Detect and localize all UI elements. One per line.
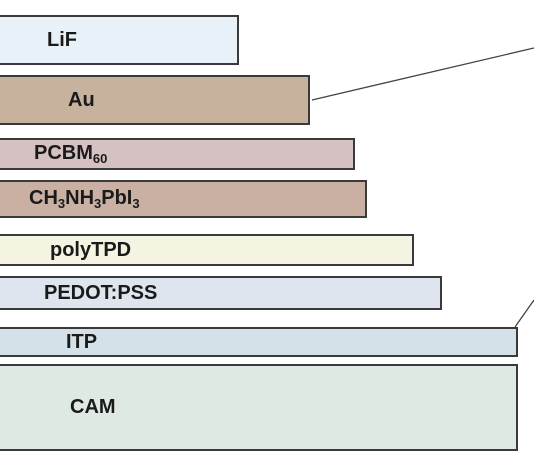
layer-label-perovskite: CH3NH3PbI3	[29, 187, 140, 211]
layer-label-itp: ITP	[66, 330, 98, 353]
layer-label-pcbm60: PCBM60	[34, 142, 108, 166]
leader-line-top	[311, 47, 534, 101]
layer-label-au: Au	[68, 88, 95, 111]
layer-label-lif: LiF	[47, 28, 77, 51]
layer-polytpd: polyTPD	[0, 234, 414, 266]
layer-perovskite: CH3NH3PbI3	[0, 180, 367, 218]
layer-au: Au	[0, 75, 310, 125]
leader-line-bottom	[514, 299, 534, 328]
layer-label-pedot-pss: PEDOT:PSS	[44, 281, 158, 304]
layer-pcbm60: PCBM60	[0, 138, 355, 170]
layer-pedot-pss: PEDOT:PSS	[0, 276, 442, 310]
layer-label-cam: CAM	[70, 396, 116, 418]
layer-label-polytpd: polyTPD	[50, 238, 132, 261]
layer-lif: LiF	[0, 15, 239, 65]
layer-cam: CAM	[0, 364, 518, 451]
layer-itp: ITP	[0, 327, 518, 357]
